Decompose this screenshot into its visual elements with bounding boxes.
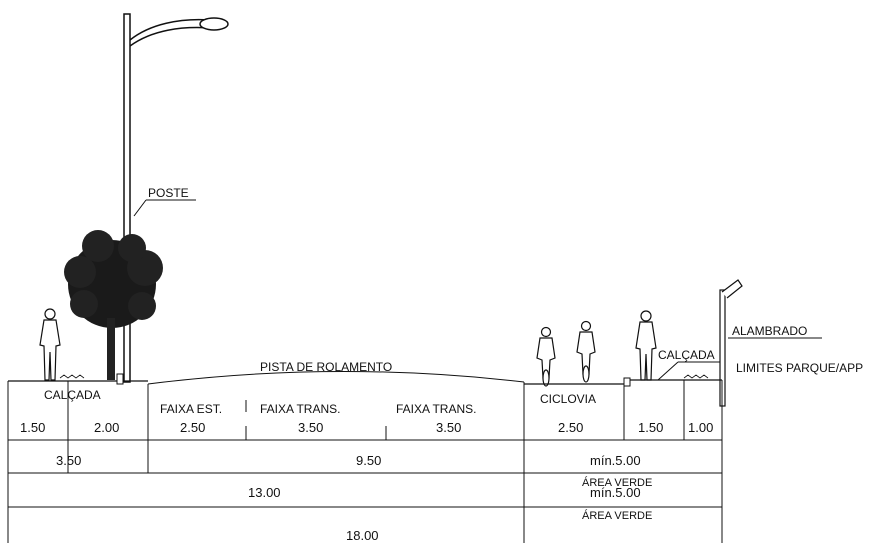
total-13: 13.00: [248, 485, 281, 500]
poste-label: POSTE: [148, 186, 189, 200]
faixa-trans-1-label: FAIXA TRANS.: [260, 402, 340, 416]
total-18: 18.00: [346, 528, 379, 543]
segment-width: 3.50: [436, 420, 461, 435]
fence-icon: [719, 279, 743, 407]
dimension-grid: [7, 380, 723, 543]
pista-total: 9.50: [356, 453, 381, 468]
segment-width: 1.00: [688, 420, 713, 435]
min-width-1: mín.5.00: [590, 453, 641, 468]
segment-width: 1.50: [20, 420, 45, 435]
segment-width: 2.50: [558, 420, 583, 435]
segment-width: 1.50: [638, 420, 663, 435]
segment-width: 2.50: [180, 420, 205, 435]
segment-width: 2.00: [94, 420, 119, 435]
street-lamp-icon: [123, 13, 229, 383]
min-width-2: mín.5.00: [590, 485, 641, 500]
tree-icon: [64, 230, 163, 380]
faixa-est-label: FAIXA EST.: [160, 402, 222, 416]
area-verde-1: ÁREA VERDE: [582, 476, 652, 489]
alambrado-label: ALAMBRADO: [732, 324, 807, 338]
limites-label: LIMITES PARQUE/APP: [736, 361, 863, 375]
segment-width: 3.50: [298, 420, 323, 435]
calcada-left-label: CALÇADA: [44, 388, 101, 402]
pedestrian-icon: [39, 308, 61, 381]
ciclovia-label: CICLOVIA: [540, 392, 596, 406]
area-verde-2: ÁREA VERDE: [582, 509, 652, 522]
cyclist-icon: [536, 320, 596, 387]
pedestrian-icon: [635, 310, 657, 381]
pista-label: PISTA DE ROLAMENTO: [260, 360, 392, 374]
calcada-total: 3.50: [56, 453, 81, 468]
calcada-right-label: CALÇADA: [658, 348, 715, 362]
faixa-trans-2-label: FAIXA TRANS.: [396, 402, 476, 416]
